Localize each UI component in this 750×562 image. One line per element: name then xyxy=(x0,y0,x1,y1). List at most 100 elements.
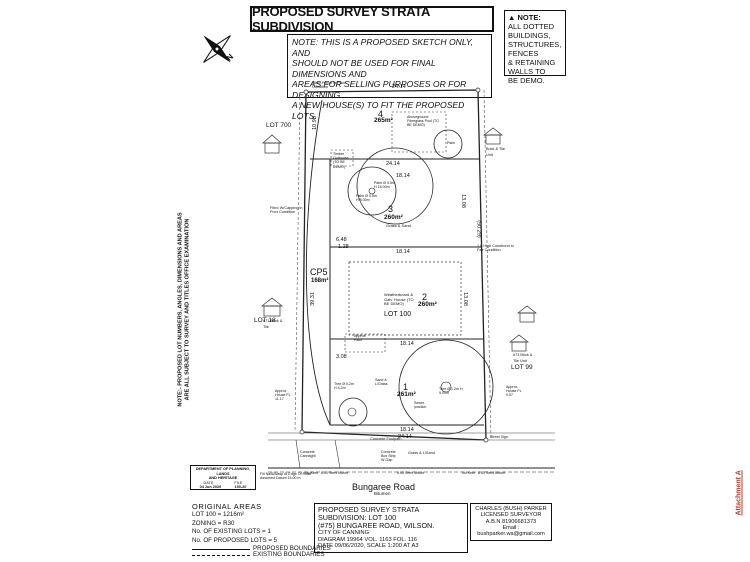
approx-house-left-label: Approx House FL 11.17 xyxy=(275,389,291,402)
outhouse-label: Timber Outhouse (TO BE DEMO) xyxy=(333,152,349,169)
demolition-note-line: BUILDINGS, xyxy=(508,31,551,40)
legend-existing: EXISTING BOUNDARIES xyxy=(192,551,352,559)
original-areas-line: LOT 100 = 1216m² xyxy=(192,511,244,519)
crossover-edge-r xyxy=(334,439,341,469)
outhouse-outline xyxy=(330,149,354,167)
dim-cp-3: 3.08 xyxy=(336,354,347,360)
lot-77-label: Brick & Tile Unit xyxy=(486,147,505,157)
lot-3-number: 3 xyxy=(388,204,394,214)
tree-canopy-1 xyxy=(398,339,494,435)
tree-canopy-2 xyxy=(338,397,368,427)
kerb-mount-label-3: 6.40 Semi Mount xyxy=(478,471,506,475)
warning-line: AREAS FOR SELLING PURPOSES OR FOR DESIGN… xyxy=(292,79,467,100)
lot-2-area: 260m² xyxy=(418,301,437,308)
palm-canopy-2 xyxy=(356,147,434,225)
original-areas: ORIGINAL AREAS LOT 100 = 1216m² ZONING =… xyxy=(192,502,352,560)
department-stamp: DEPARTMENT OF PLANNING, LANDS AND HERITA… xyxy=(190,465,256,490)
drawing-title: PROPOSED SURVEY STRATA SUBDIVISION xyxy=(250,4,494,34)
sewer-label: Sewer junction xyxy=(414,401,427,410)
grass-sand-label: Grass & Sand xyxy=(386,223,411,228)
dim-lot1-bottom: 18.14 xyxy=(400,427,414,433)
pool-label: Aboveground Fibreglass Pool (TO BE DEMO) xyxy=(407,115,439,128)
info-line-3: CITY OF CANNING xyxy=(318,530,370,536)
dim-right-2: (50.29) xyxy=(475,220,482,238)
surveyor-box: CHARLES (BUSH) PARKER LICENSED SURVEYOR … xyxy=(470,503,552,541)
tree-1-label: Tree Ø 1.2m H 9.00m xyxy=(439,387,463,396)
dim-left-mid: 39.31 xyxy=(309,292,316,306)
house-icon-lot471 xyxy=(516,305,538,323)
warning-line: SHOULD NOT BE USED FOR FINAL DIMENSIONS … xyxy=(292,58,436,79)
plan-info-box: PROPOSED SURVEY STRATA SUBDIVISION: LOT … xyxy=(314,503,468,553)
surveyor-title: LICENSED SURVEYOR xyxy=(480,512,542,519)
common-property-label: CP5 xyxy=(310,267,328,277)
common-property-area: 168m² xyxy=(311,278,329,284)
lot-2-number: 2 xyxy=(422,292,428,302)
dim-lot2-bottom: 18.14 xyxy=(400,341,414,347)
dept-date-label: DATE xyxy=(203,480,214,485)
dim-lot2-top: 18.14 xyxy=(396,249,410,255)
fence-top-label: Fibro Fence in Poor Condition xyxy=(312,81,346,90)
street-sign-label: Street Sign xyxy=(490,435,508,439)
dim-right-3: 13.08 xyxy=(461,292,468,306)
kerb-mount-label-2: 6.40 Semi Mount xyxy=(397,471,425,475)
original-areas-header: ORIGINAL AREAS xyxy=(192,502,262,511)
lot-18-label: LOT 18 xyxy=(254,317,276,324)
dept-file-label: FILE xyxy=(234,480,243,485)
surveyor-email: Email : bushparker.wa@gmail.com xyxy=(477,524,545,538)
lot-100-label: LOT 100 xyxy=(384,311,412,318)
tree-2-label: Tree Ø 0.2m H 4.2m xyxy=(334,382,355,391)
dim-top: 24.14 xyxy=(392,84,406,90)
palm-canopy-3 xyxy=(433,129,463,159)
demolition-note: ▲ NOTE: ALL DOTTED BUILDINGS, STRUCTURES… xyxy=(504,10,566,85)
info-line-5: DATE 09/06/2020, SCALE 1:200 AT A3 xyxy=(318,543,419,550)
patio-outline xyxy=(344,333,386,353)
demolition-note-line: STRUCTURES, xyxy=(508,40,562,49)
tree-trunk-1 xyxy=(440,381,452,393)
dept-file-value: 190-20 xyxy=(234,485,247,490)
palm-trunk-1 xyxy=(368,187,376,195)
demolition-note-header: ▲ NOTE: xyxy=(508,13,541,22)
demolition-note-line: & RETAINING xyxy=(508,58,556,67)
dim-cp-1: 6.48 xyxy=(336,237,347,243)
fibro-capping-label: Fibro W/Capping in Poor Condition xyxy=(270,206,303,215)
info-line-4: DIAGRAM 19964 VOL. 1163 FOL. 116 xyxy=(318,536,418,543)
grass-verge-label: Grass & L/Sand xyxy=(408,451,435,455)
demolition-note-line: BE DEMO. xyxy=(508,76,545,85)
surveyor-abn: A.B.N 81906681373 xyxy=(485,518,537,525)
lot-473-label: #73 Brick & Tile Unit xyxy=(513,353,533,363)
demolition-note-line: WALLS TO xyxy=(508,67,546,76)
lot-700-label: LOT 700 xyxy=(266,122,292,129)
north-arrow-icon xyxy=(203,35,231,63)
original-areas-line: No. OF PROPOSED LOTS = 5 xyxy=(192,536,278,544)
info-line-2: (#75) BUNGAREE ROAD, WILSON. xyxy=(318,521,435,530)
dim-lot3-inner: 18.14 xyxy=(396,173,410,179)
warning-line: A NEW HOUSE(S) TO FIT THE PROPOSED LOTS. xyxy=(292,100,465,121)
house-icon-lot77 xyxy=(482,127,504,145)
dept-date-value: 04 Jun 2020 xyxy=(199,485,222,490)
palm-1-label: Palm Ø 0.5m H 16.00m xyxy=(374,181,395,190)
info-line-1: PROPOSED SURVEY STRATA SUBDIVISION: LOT … xyxy=(318,505,419,522)
existing-house-text: Weatherboard & Galv. House (TO BE DEMO) xyxy=(384,292,414,307)
sand-grass-label: Sand & L/Grass xyxy=(375,378,388,387)
legend-proposed: PROPOSED BOUNDARIES xyxy=(192,545,352,553)
kerb-mount-label-1: 6.40 Semi Mount xyxy=(321,471,349,475)
lot-99-label: LOT 99 xyxy=(511,364,533,371)
dim-lot3-top: 24.14 xyxy=(386,161,400,167)
palm-canopy-1 xyxy=(347,166,397,216)
tree-trunk-2 xyxy=(347,407,357,417)
patio-label: Approx. Patio xyxy=(354,334,367,343)
colorbond-fence-label: 1.8 High Colorbond in Fair Condition xyxy=(477,244,514,253)
approx-house-right-label: Approx House FL 9.57 xyxy=(506,385,522,398)
demolition-note-line: FENCES xyxy=(508,49,539,58)
lot-1-number: 1 xyxy=(403,382,409,392)
kerb-right-label: No Kerb xyxy=(462,471,476,475)
lot-1-area: 261m² xyxy=(397,391,416,398)
dim-right-1: 13.08 xyxy=(459,194,466,208)
kerb-left-label: No Kerb xyxy=(305,471,319,475)
attachment-label: Attachment A xyxy=(735,470,743,516)
right-fence-line xyxy=(483,89,492,441)
lot-471-label: #71 Brick & Tile xyxy=(263,319,283,329)
original-areas-line: ZONING = R30 xyxy=(192,519,235,527)
house-icon-lot18 xyxy=(261,297,283,317)
crossover-edge-l xyxy=(295,439,301,469)
